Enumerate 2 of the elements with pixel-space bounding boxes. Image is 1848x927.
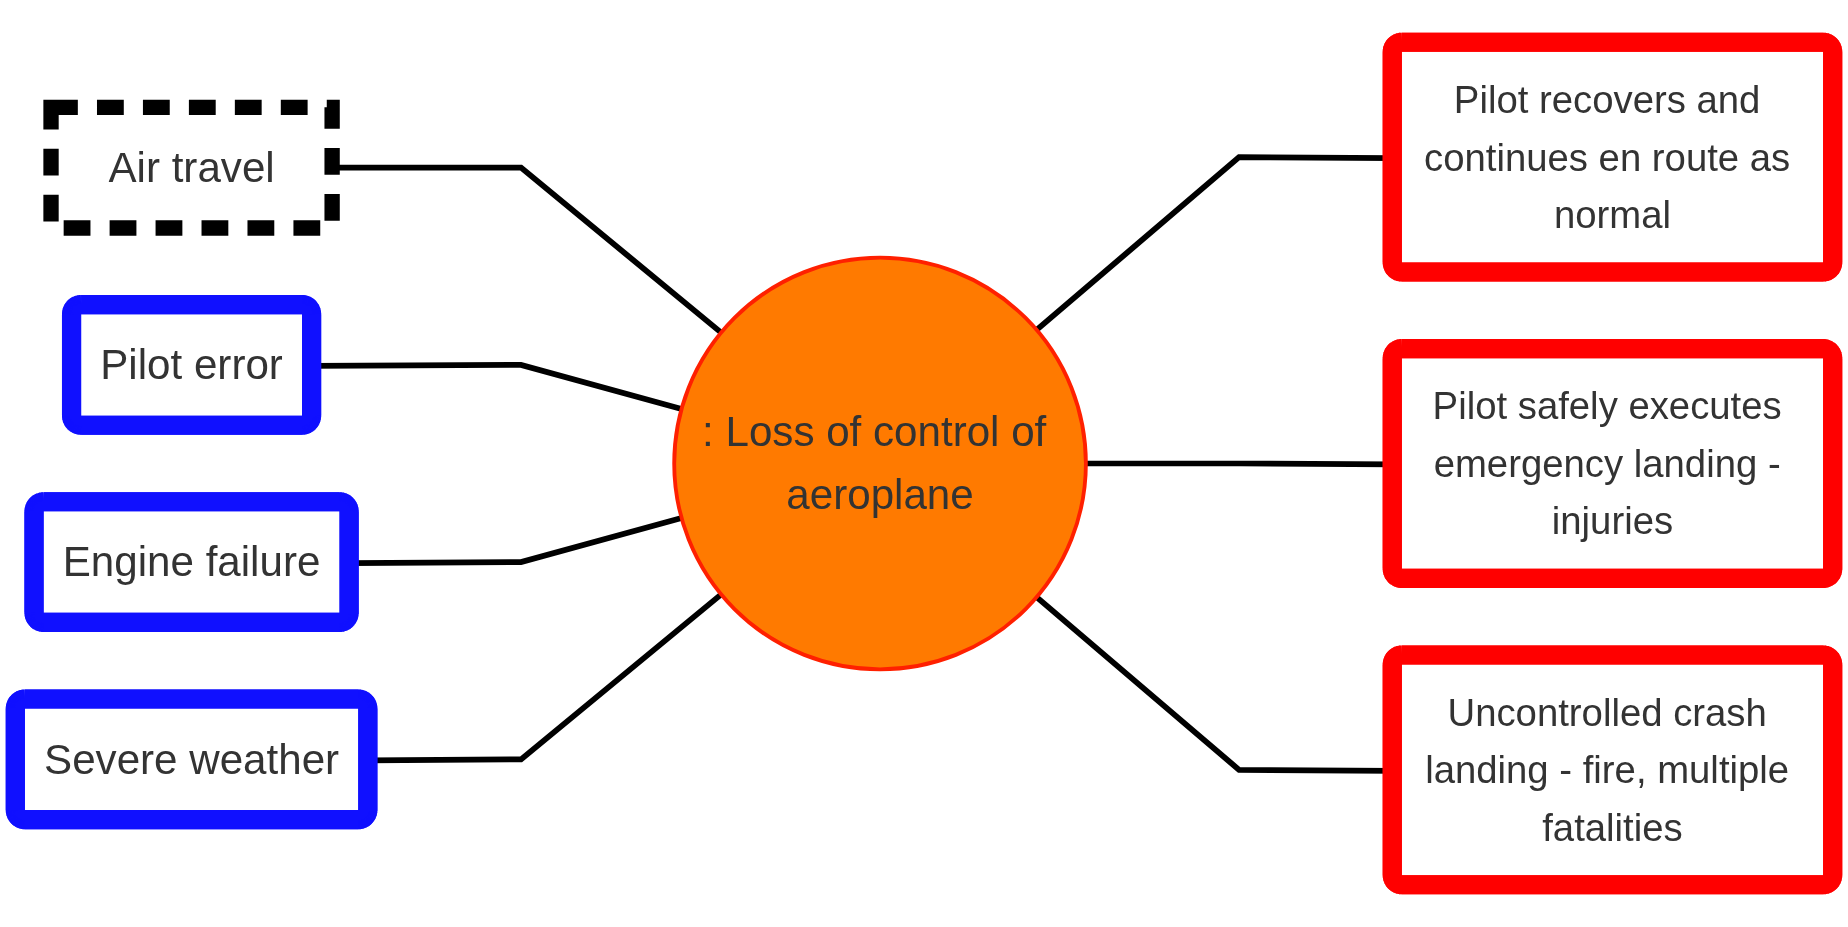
node-box: Air travel [43, 99, 340, 236]
node-circle: : Loss of control of aeroplane [672, 255, 1088, 672]
